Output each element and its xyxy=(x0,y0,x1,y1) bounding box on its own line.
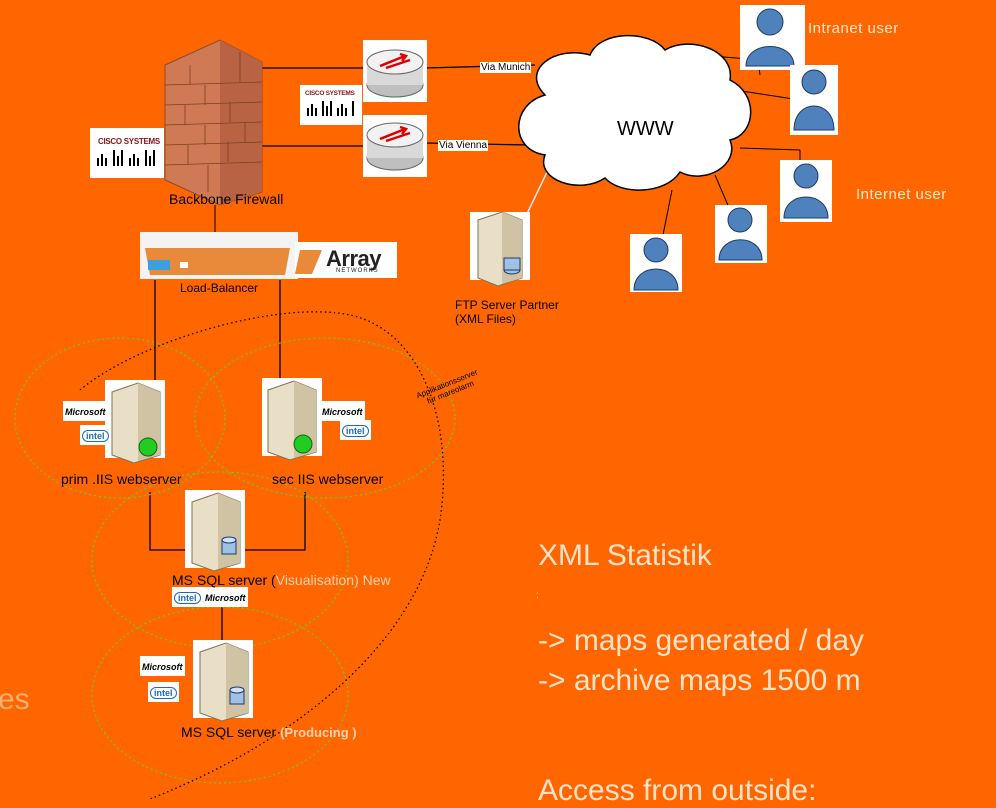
cisco-logo-1: CISCO SYSTEMS xyxy=(98,137,160,146)
sql-visualisation-label: MS SQL server (Visualisation) New xyxy=(172,572,391,588)
link-prim-sql xyxy=(149,492,195,551)
xml-statistik-title: XML Statistik xyxy=(538,539,712,572)
user-icon-2 xyxy=(790,65,838,135)
www-cloud-icon xyxy=(518,34,752,191)
sql-visualisation-server-icon xyxy=(185,490,245,572)
internet-user-label: Internet user xyxy=(856,186,947,203)
left-partial-text: es xyxy=(0,683,30,716)
microsoft-logo-prim: Microsoft xyxy=(63,401,108,421)
microsoft-logo-sql-prod: Microsoft xyxy=(140,656,185,676)
www-label: WWW xyxy=(617,118,674,140)
sec-webserver-label: sec IIS webserver xyxy=(272,471,384,487)
ftp-server-label-line1: FTP Server Partner xyxy=(455,298,559,312)
prim-webserver-icon xyxy=(105,380,165,464)
stats-line-2: -> archive maps 1500 m xyxy=(538,664,861,697)
sql-producing-label: MS SQL server (Producing ) xyxy=(181,724,357,740)
stats-line-1: -> maps generated / day xyxy=(538,624,865,657)
server-icons xyxy=(105,211,530,722)
intel-logo-sql-vis: intel xyxy=(172,587,203,607)
sql-vis-highlight: Visualisation) New xyxy=(275,572,391,588)
stats-colon: : xyxy=(536,590,539,601)
load-balancer-icon xyxy=(140,232,298,279)
sql-prod-highlight: (Producing ) xyxy=(280,725,357,740)
intel-logo-prim: intel xyxy=(80,425,111,445)
ftp-server-icon xyxy=(470,211,530,287)
via-vienna-label: Via Vienna xyxy=(438,140,489,151)
sec-webserver-icon xyxy=(262,378,322,461)
backbone-firewall-label: Backbone Firewall xyxy=(169,191,284,207)
sql-producing-server-icon xyxy=(193,640,253,722)
application-cluster-boundary xyxy=(79,311,445,799)
cisco-logo-2: CISCO SYSTEMS xyxy=(305,90,355,97)
intel-logo-sec: intel xyxy=(340,420,371,440)
user-icon-4 xyxy=(715,205,767,263)
zone-sql-prod xyxy=(91,606,349,784)
sql-vis-prefix: MS SQL server ( xyxy=(172,572,276,588)
microsoft-logo-sec: Microsoft xyxy=(320,401,365,421)
firewall-icon xyxy=(164,39,263,206)
router-munich-icon xyxy=(363,40,427,102)
access-from-outside: Access from outside: xyxy=(538,774,817,807)
cisco-logo-icons xyxy=(90,85,362,178)
sql-prod-prefix: MS SQL server xyxy=(181,724,281,740)
load-balancer-label: Load-Balancer xyxy=(180,281,259,295)
ftp-server-label-line2: (XML Files) xyxy=(455,312,516,326)
array-logo-text: Array xyxy=(326,246,381,271)
array-logo-mark xyxy=(295,250,322,274)
link-cloud-user4 xyxy=(714,174,731,211)
via-munich-label: Via Munich xyxy=(480,62,532,73)
link-sec-sql xyxy=(240,492,306,551)
link-cloud-user5 xyxy=(661,189,673,241)
array-logo-subtext: NETWORKS xyxy=(336,268,379,274)
intel-logo-sql-prod: intel xyxy=(148,682,179,702)
user-icons xyxy=(630,5,838,292)
link-cloud-user3 xyxy=(739,147,801,151)
intranet-user-label: Intranet user xyxy=(808,20,899,37)
user-icon-1 xyxy=(740,5,805,70)
router-vienna-icon xyxy=(363,115,427,177)
zone-sec xyxy=(194,337,456,499)
zone-prim xyxy=(14,337,226,499)
prim-webserver-label: prim .IIS webserver xyxy=(61,471,182,487)
ftp-server-label: FTP Server Partner (XML Files) xyxy=(455,298,559,326)
user-icon-5 xyxy=(630,234,682,292)
link-cloud-user2 xyxy=(734,89,801,101)
user-icon-3 xyxy=(780,160,832,222)
microsoft-logo-sql-vis: Microsoft xyxy=(203,587,248,607)
